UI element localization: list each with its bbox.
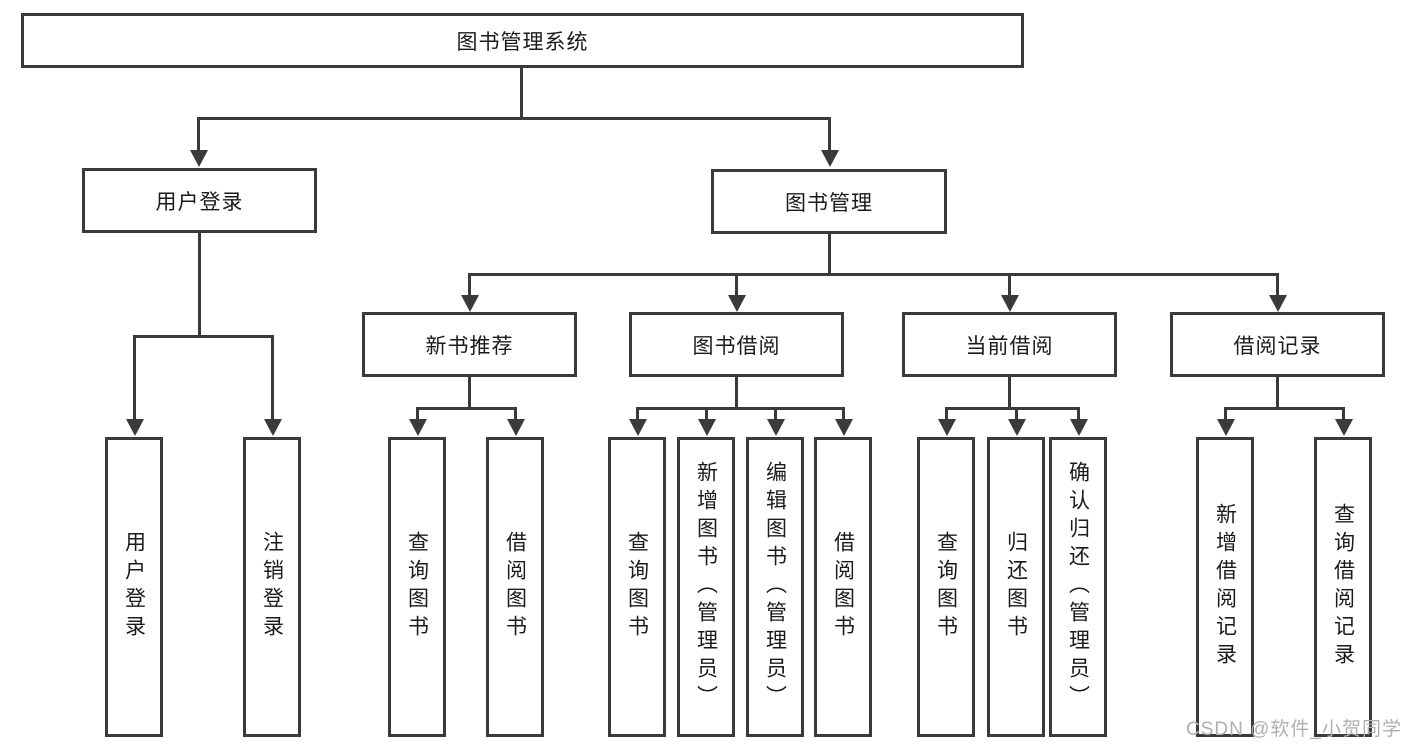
connector-recommend-stem: [468, 377, 471, 410]
connector-recommend-bar: [416, 407, 517, 410]
connector-drop: [1224, 407, 1227, 421]
arrow-down-icon: [835, 419, 853, 436]
arrow-down-icon: [938, 419, 956, 436]
connector-drop: [945, 407, 948, 421]
connector-drop: [514, 407, 517, 421]
arrow-down-icon: [264, 419, 282, 436]
connector-user-login-stem: [198, 233, 201, 337]
node-current-borrow: 当前借阅: [902, 312, 1117, 377]
connector-root-bar: [197, 117, 831, 120]
node-user-login: 用户登录: [82, 168, 317, 233]
connector-drop: [1077, 407, 1080, 421]
node-book-borrow-label: 图书借阅: [692, 334, 781, 358]
connector-drop: [416, 407, 419, 421]
connector-book-borrow-stem: [735, 377, 738, 410]
arrow-down-icon: [821, 150, 839, 167]
connector-drop-new-book: [468, 273, 471, 298]
arrow-down-icon: [1001, 295, 1019, 312]
node-new-book-recommend-label: 新书推荐: [425, 334, 514, 358]
node-new-book-recommend: 新书推荐: [362, 312, 577, 377]
leaf-current-confirm-return-admin: 确认归还（管理员）: [1049, 437, 1107, 737]
arrow-down-icon: [507, 419, 525, 436]
node-current-borrow-label: 当前借阅: [965, 334, 1054, 358]
connector-book-management-stem: [828, 234, 831, 276]
arrow-down-icon: [461, 295, 479, 312]
node-book-borrow: 图书借阅: [629, 312, 844, 377]
leaf-current-return-books: 归还图书: [987, 437, 1045, 737]
node-borrow-records-label: 借阅记录: [1233, 334, 1322, 358]
connector-root-stem: [520, 68, 523, 118]
node-book-management-label: 图书管理: [785, 191, 873, 215]
csdn-watermark: CSDN @软件_小贺同学: [1186, 719, 1402, 740]
node-root: 图书管理系统: [21, 13, 1024, 68]
connector-drop: [842, 407, 845, 421]
leaf-user-login-logout: 注销登录: [243, 437, 301, 737]
leaf-borrow-query-books: 查询图书: [608, 437, 666, 737]
node-book-management: 图书管理: [711, 169, 947, 234]
arrow-down-icon: [728, 295, 746, 312]
connector-drop-logout: [271, 335, 274, 420]
arrow-down-icon: [1070, 419, 1088, 436]
leaf-recommend-borrow-books: 借阅图书: [486, 437, 544, 737]
leaf-recommend-query-books: 查询图书: [388, 437, 446, 737]
connector-drop-login: [133, 335, 136, 420]
arrow-down-icon: [767, 419, 785, 436]
leaf-user-login-login: 用户登录: [105, 437, 163, 737]
leaf-records-add-record: 新增借阅记录: [1196, 437, 1254, 737]
connector-borrow-records-stem: [1276, 377, 1279, 410]
connector-drop: [705, 407, 708, 421]
leaf-current-query-books: 查询图书: [917, 437, 975, 737]
connector-drop: [1342, 407, 1345, 421]
connector-drop-book-management: [828, 117, 831, 152]
connector-borrow-records-bar: [1224, 407, 1345, 410]
arrow-down-icon: [698, 419, 716, 436]
connector-drop: [1015, 407, 1018, 421]
leaf-records-query-record: 查询借阅记录: [1314, 437, 1372, 737]
node-borrow-records: 借阅记录: [1170, 312, 1385, 377]
connector-drop: [774, 407, 777, 421]
connector-drop-current-borrow: [1008, 273, 1011, 298]
connector-current-borrow-stem: [1008, 377, 1011, 410]
arrow-down-icon: [1269, 295, 1287, 312]
node-root-label: 图书管理系统: [456, 30, 589, 54]
leaf-borrow-edit-books-admin: 编辑图书（管理员）: [746, 437, 804, 737]
arrow-down-icon: [1335, 419, 1353, 436]
connector-user-login-bar: [133, 335, 274, 338]
arrow-down-icon: [1008, 419, 1026, 436]
node-user-login-label: 用户登录: [155, 190, 244, 214]
arrow-down-icon: [190, 150, 208, 167]
connector-drop: [636, 407, 639, 421]
arrow-down-icon: [126, 419, 144, 436]
leaf-borrow-add-books-admin: 新增图书（管理员）: [677, 437, 735, 737]
arrow-down-icon: [409, 419, 427, 436]
connector-drop-book-borrow: [735, 273, 738, 298]
connector-book-management-bar: [468, 273, 1279, 276]
arrow-down-icon: [1217, 419, 1235, 436]
arrow-down-icon: [629, 419, 647, 436]
connector-drop-borrow-records: [1276, 273, 1279, 298]
connector-book-borrow-bar: [636, 407, 845, 410]
connector-drop-user-login: [197, 117, 200, 152]
connector-current-borrow-bar: [945, 407, 1080, 410]
leaf-borrow-borrow-books: 借阅图书: [814, 437, 872, 737]
